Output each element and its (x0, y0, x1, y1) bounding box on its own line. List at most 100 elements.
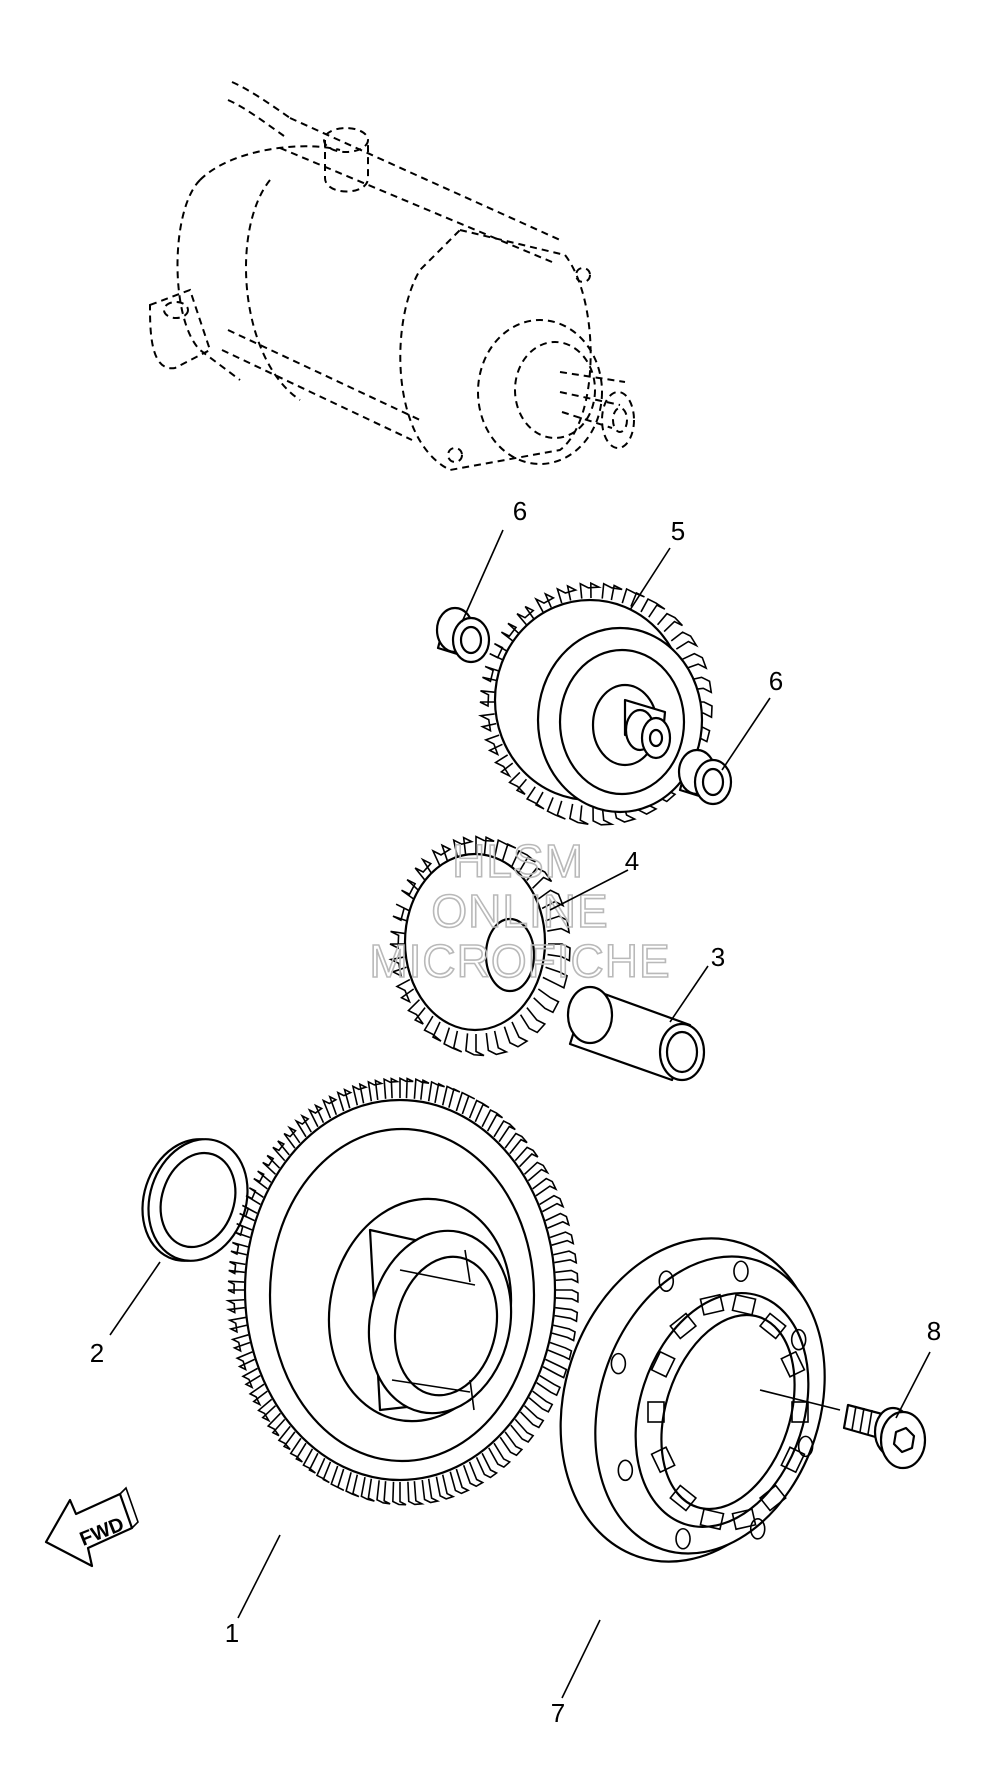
clutch-roller (699, 1508, 725, 1531)
clutch-roller (791, 1401, 809, 1423)
gear-tooth (475, 835, 495, 855)
gear-tooth (235, 1351, 255, 1372)
gear-tooth (407, 999, 426, 1025)
gear-tooth (383, 1077, 401, 1099)
gear-tooth (360, 1476, 375, 1502)
clutch-roller (731, 1508, 757, 1531)
washer-2 (141, 1138, 249, 1262)
gear-tooth (481, 1108, 504, 1132)
gear-tooth (536, 1374, 561, 1397)
gear-tooth (423, 1015, 442, 1042)
callout-6-lower: 6 (769, 666, 783, 696)
gear-tooth (427, 1080, 445, 1104)
gear-tooth (493, 754, 514, 778)
gear-tooth (568, 803, 589, 825)
gear-tooth (307, 1103, 325, 1128)
callout-8: 8 (927, 1316, 941, 1346)
callout-1: 1 (225, 1618, 239, 1648)
clutch-bolt-hole (610, 1352, 627, 1375)
gear-tooth (234, 1222, 253, 1239)
clutch-roller (650, 1446, 676, 1474)
watermark: HLSM ONLINE MICROFICHE (369, 834, 671, 988)
gear-tooth (542, 1358, 568, 1379)
gear-tooth (504, 1132, 528, 1155)
gear-tooth (503, 1021, 529, 1048)
gear-tooth (553, 1250, 578, 1265)
gear-tooth (257, 1398, 277, 1423)
gear-tooth (519, 1405, 545, 1429)
clutch-bolt-hole (797, 1435, 814, 1458)
callouts: 6 5 6 4 3 2 8 1 7 (90, 496, 941, 1728)
clutch-roller (731, 1293, 757, 1316)
gear-tooth (230, 1241, 249, 1256)
gear-tooth (228, 1260, 246, 1275)
gear-tooth (441, 1085, 461, 1108)
clutch-roller (669, 1484, 698, 1512)
fwd-direction-arrow: FWD (44, 1486, 139, 1568)
gear-tooth (537, 889, 565, 910)
gear-tooth (266, 1412, 286, 1437)
gear-tooth (241, 1367, 261, 1389)
gear-tooth (294, 1114, 312, 1138)
clutch-roller (780, 1350, 806, 1378)
gear-tooth (248, 1383, 268, 1407)
leader-lines (109, 529, 931, 1699)
gear-tooth (277, 1425, 296, 1451)
callout-3: 3 (711, 942, 725, 972)
gear-tooth (508, 771, 528, 796)
gear-tooth (245, 1187, 264, 1206)
gear-tooth (656, 612, 684, 633)
gear-tooth (421, 1478, 441, 1504)
gear-tooth (336, 1088, 353, 1112)
gear-tooth (376, 1480, 391, 1505)
gear-tooth (253, 1170, 272, 1190)
watermark-line1: HLSM (452, 835, 584, 887)
callout-6-upper: 6 (513, 496, 527, 526)
gear-tooth (225, 1298, 245, 1314)
gear-tooth (499, 1431, 524, 1457)
gear-tooth (399, 1077, 414, 1099)
gear-tooth (500, 622, 520, 642)
clutch-roller (758, 1484, 787, 1512)
gear-tooth (413, 1077, 430, 1100)
gear-tooth (526, 866, 553, 889)
idler-gear-5 (478, 581, 713, 826)
gear-tooth (392, 903, 410, 922)
gear-tooth (468, 1099, 490, 1123)
gear-tooth (401, 878, 419, 900)
clutch-roller (647, 1401, 665, 1423)
gear-tooth (547, 1341, 573, 1361)
clutch-bolt-hole (749, 1518, 766, 1540)
gear-tooth (443, 1027, 463, 1053)
gear-tooth (511, 849, 536, 873)
gear-tooth (330, 1465, 345, 1492)
clutch-bolt-hole (658, 1270, 675, 1292)
gear-tooth (534, 592, 556, 613)
gear-tooth (493, 1120, 516, 1143)
gear-tooth (547, 943, 571, 962)
gear-tooth (670, 631, 699, 650)
bushing-6-lower (677, 748, 733, 806)
gear-tooth (351, 1082, 368, 1106)
gear-tooth (510, 1418, 535, 1444)
gear-tooth (465, 1033, 485, 1057)
gear-tooth (523, 1161, 550, 1182)
gear-tooth (556, 584, 578, 604)
watermark-line2: ONLINE (431, 885, 608, 937)
gear-tooth (239, 1204, 258, 1222)
callout-7: 7 (551, 1698, 565, 1728)
gear-tooth (483, 734, 503, 756)
gear-tooth (549, 1231, 575, 1246)
gear-tooth (525, 786, 545, 810)
gear-tooth (227, 1280, 245, 1295)
watermark-line3: MICROFICHE (369, 935, 670, 987)
gear-tooth (519, 1007, 547, 1034)
gear-tooth (493, 838, 517, 861)
gear-tooth (554, 1306, 579, 1323)
gear-tooth (431, 843, 452, 867)
starter-wheel-gear-1 (225, 1077, 579, 1506)
clutch-bolt-hole (733, 1260, 749, 1283)
gear-tooth (528, 1390, 554, 1413)
gear-tooth (315, 1457, 332, 1484)
